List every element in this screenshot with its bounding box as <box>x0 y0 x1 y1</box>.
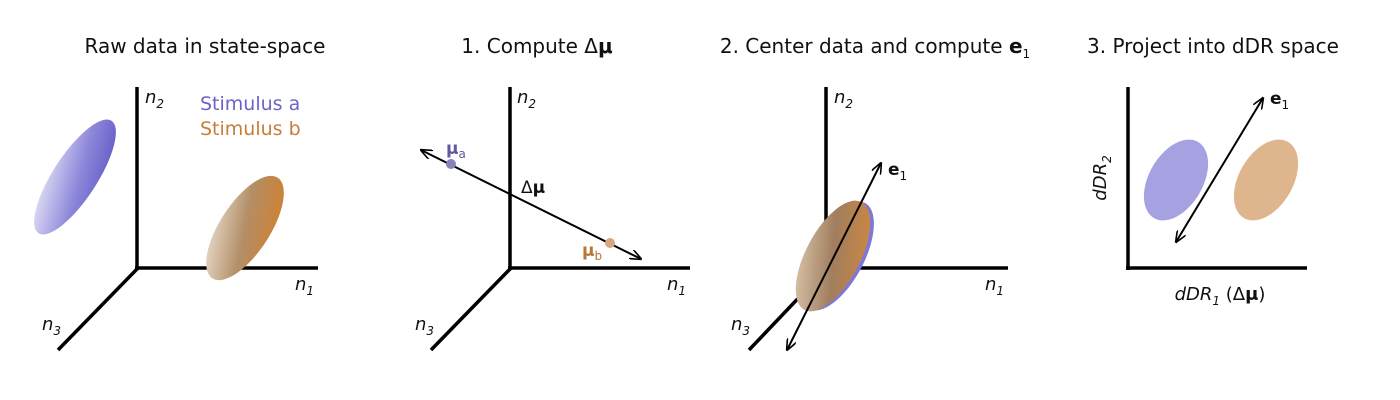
e1-label: e1 <box>888 160 907 183</box>
legend-stimulus-a: Stimulus a <box>200 93 300 115</box>
axis-label-n1: n1 <box>667 274 686 298</box>
axis-label-n3: n3 <box>42 314 61 338</box>
mu-a-label: μa <box>446 139 466 161</box>
e1-label: e1 <box>1270 89 1289 112</box>
mu-b-point <box>605 238 615 248</box>
stimulus-b-cloud <box>206 175 284 281</box>
panel4-title: 3. Project into dDR space <box>1087 34 1339 58</box>
axis-label-n2: n2 <box>834 87 853 111</box>
axes-2d <box>1126 87 1307 270</box>
legend-stimulus-b: Stimulus b <box>200 118 301 140</box>
panel-ddr-projection: 3. Project into dDR space dDR2 dDR1 (Δμ)… <box>1087 34 1339 308</box>
panel2-title: 1. Compute Δμ <box>461 34 613 58</box>
axis-label-ddr1: dDR1 (Δμ) <box>1175 284 1266 308</box>
delta-mu-arrow <box>421 150 641 259</box>
axis-label-n3: n3 <box>731 314 750 338</box>
stimulus-a-cloud <box>34 119 116 235</box>
e1-axis-arrow <box>1176 98 1263 242</box>
panel-compute-delta-mu: 1. Compute Δμ n2 n1 n3 μa μb Δμ <box>415 34 690 352</box>
axis-label-n2: n2 <box>517 87 536 111</box>
axis-label-ddr2: dDR2 <box>1090 155 1114 200</box>
e1-axis-arrow <box>787 163 881 350</box>
axis-n3 <box>429 266 513 352</box>
panel-center-data: 2. Center data and compute e1 n2 n1 n3 e… <box>720 34 1030 350</box>
mu-b-label: μb <box>582 241 602 263</box>
panel-raw-data: Raw data in state-space n2 n1 n3 Stimulu… <box>34 34 326 352</box>
delta-mu-label: Δμ <box>521 178 545 198</box>
mu-a-point <box>446 159 456 169</box>
axis-n3 <box>56 266 140 352</box>
stimulus-a-ddr-cloud <box>1143 139 1209 221</box>
axes-3d <box>747 87 1008 352</box>
axis-label-n1: n1 <box>295 274 314 298</box>
axis-label-n3: n3 <box>415 314 434 338</box>
axis-label-n2: n2 <box>145 87 164 111</box>
axis-label-n1: n1 <box>985 274 1004 298</box>
panel1-title: Raw data in state-space <box>85 34 326 58</box>
panel3-title: 2. Center data and compute e1 <box>720 34 1030 61</box>
